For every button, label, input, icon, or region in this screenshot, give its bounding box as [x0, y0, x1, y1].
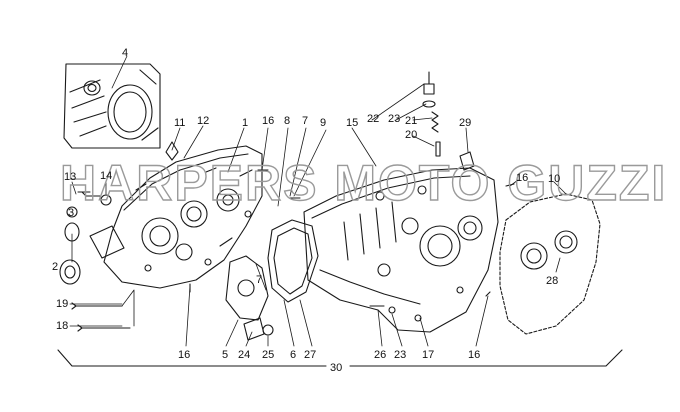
callout-27: 27 [304, 349, 316, 361]
cover-plate [225, 255, 274, 341]
leader-lines [69, 55, 567, 347]
central-gasket [267, 219, 319, 303]
callout-17: 17 [422, 349, 434, 361]
callout-16-bottom-right: 16 [468, 349, 480, 361]
callout-23-top: 23 [388, 113, 400, 125]
callout-30: 30 [330, 362, 342, 374]
callout-16-bottom-left: 16 [178, 349, 190, 361]
callout-6: 6 [290, 349, 296, 361]
right-crankcase-half [303, 167, 499, 333]
callout-12: 12 [197, 115, 209, 127]
callout-14: 14 [100, 170, 112, 182]
inset-detail-part-4 [63, 63, 161, 149]
assembly-bracket-30 [57, 349, 623, 367]
watermark: HARPERS MOTO GUZZI © [60, 155, 680, 211]
callout-19: 19 [56, 298, 68, 310]
callout-20: 20 [405, 129, 417, 141]
callout-8: 8 [284, 115, 290, 127]
callout-7-mid: 7 [256, 274, 262, 286]
callout-4: 4 [122, 47, 128, 59]
left-crankcase-half [89, 145, 263, 289]
callout-1: 1 [242, 117, 248, 129]
callout-23-bottom: 23 [394, 349, 406, 361]
plug-part-29 [459, 151, 475, 171]
callout-24: 24 [238, 349, 250, 361]
callout-28: 28 [546, 275, 558, 287]
callout-13: 13 [64, 171, 76, 183]
callout-21: 21 [405, 115, 417, 127]
side-cover-gasket [499, 193, 601, 335]
callout-2: 2 [52, 261, 58, 273]
callout-22: 22 [367, 113, 379, 125]
callout-3: 3 [68, 207, 74, 219]
callout-11: 11 [174, 117, 185, 129]
callout-labels: 4 11 12 1 16 8 7 9 15 22 23 21 20 29 16 … [52, 47, 560, 374]
callout-15: 15 [346, 117, 358, 129]
callout-16-right: 16 [516, 172, 528, 184]
callout-7-top: 7 [302, 115, 308, 127]
callout-26: 26 [374, 349, 386, 361]
callout-25: 25 [262, 349, 274, 361]
callout-18: 18 [56, 320, 68, 332]
callout-16-top: 16 [262, 115, 274, 127]
callout-9: 9 [320, 117, 326, 129]
callout-5: 5 [222, 349, 228, 361]
callout-29: 29 [459, 117, 471, 129]
callout-10: 10 [548, 173, 560, 185]
breather-assembly [422, 71, 441, 157]
